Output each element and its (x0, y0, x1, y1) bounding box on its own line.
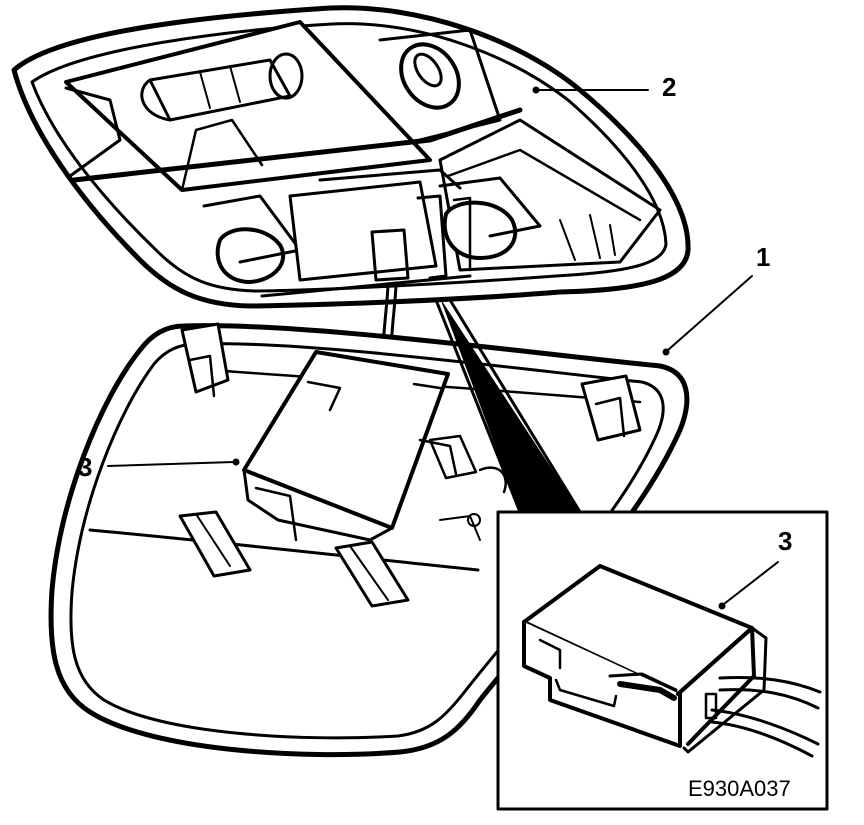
leader-lines (107, 89, 779, 605)
callout-1: 1 (756, 242, 770, 272)
callout-3-inset: 3 (778, 526, 792, 556)
figure-code: E930A037 (688, 776, 791, 801)
leader-dots (232, 86, 726, 610)
lamp-housing (11, 5, 691, 309)
inset-connector (522, 564, 822, 758)
callout-3: 3 (78, 452, 92, 482)
callout-2: 2 (662, 72, 676, 102)
inset-detail (434, 298, 829, 811)
